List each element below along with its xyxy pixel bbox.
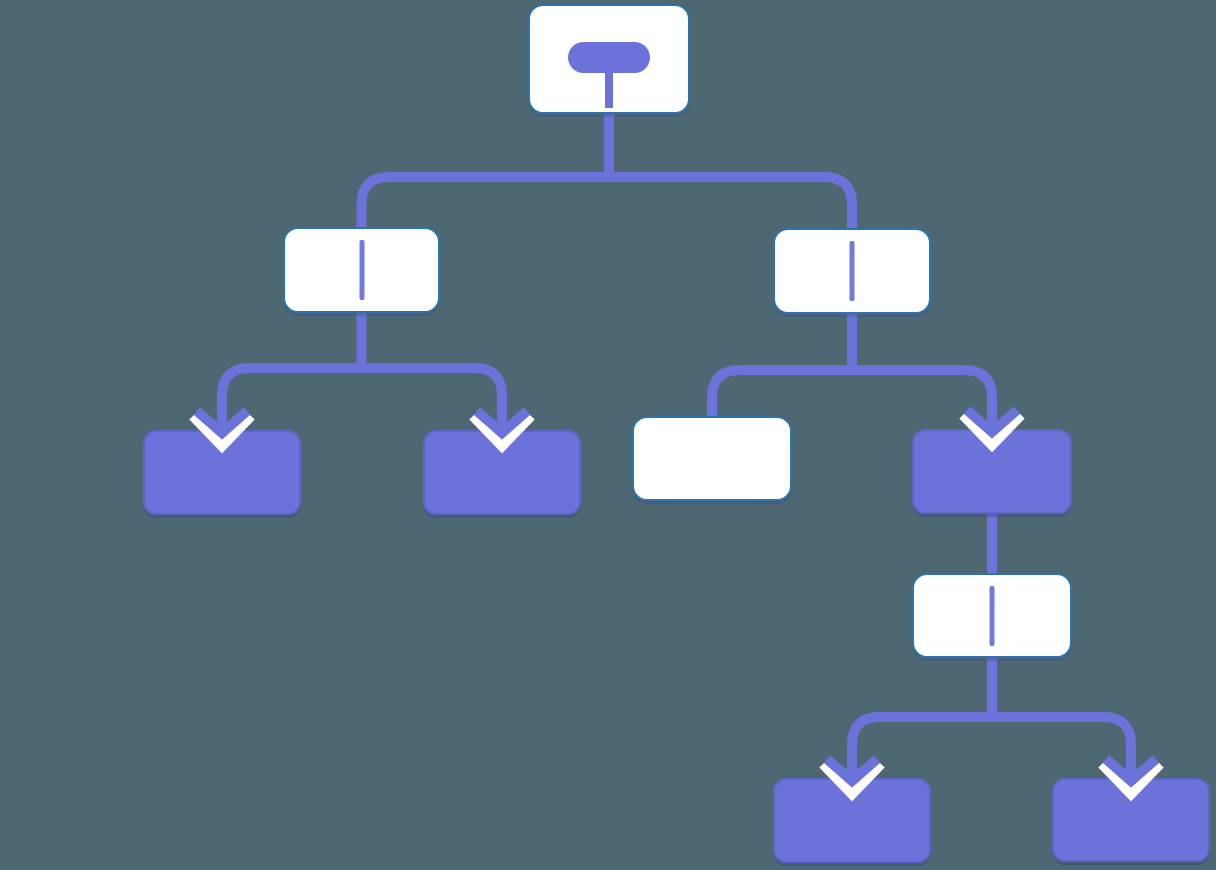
connector-line <box>217 363 507 430</box>
tree-node-empty-white <box>632 416 792 501</box>
tree-node-root <box>528 4 690 114</box>
tree-node-leaf-left-2 <box>423 430 581 515</box>
tree-node-leaf-bot-1 <box>773 778 931 863</box>
text-cursor-placeholder <box>849 241 855 301</box>
tree-node-leaf-bot-2 <box>1052 778 1210 862</box>
text-cursor-placeholder <box>989 585 995 646</box>
tree-node-branch-mid <box>912 573 1072 658</box>
pill-placeholder-icon <box>568 42 650 73</box>
tree-node-leaf-left-1 <box>143 430 301 515</box>
tree-node-purple-mid <box>912 429 1072 514</box>
tree-node-branch-left <box>283 227 440 313</box>
text-cursor-placeholder <box>359 240 364 300</box>
connector-line <box>847 712 1136 778</box>
tree-node-branch-right <box>773 228 931 314</box>
connector-line <box>356 172 857 232</box>
pill-stem <box>605 72 613 108</box>
